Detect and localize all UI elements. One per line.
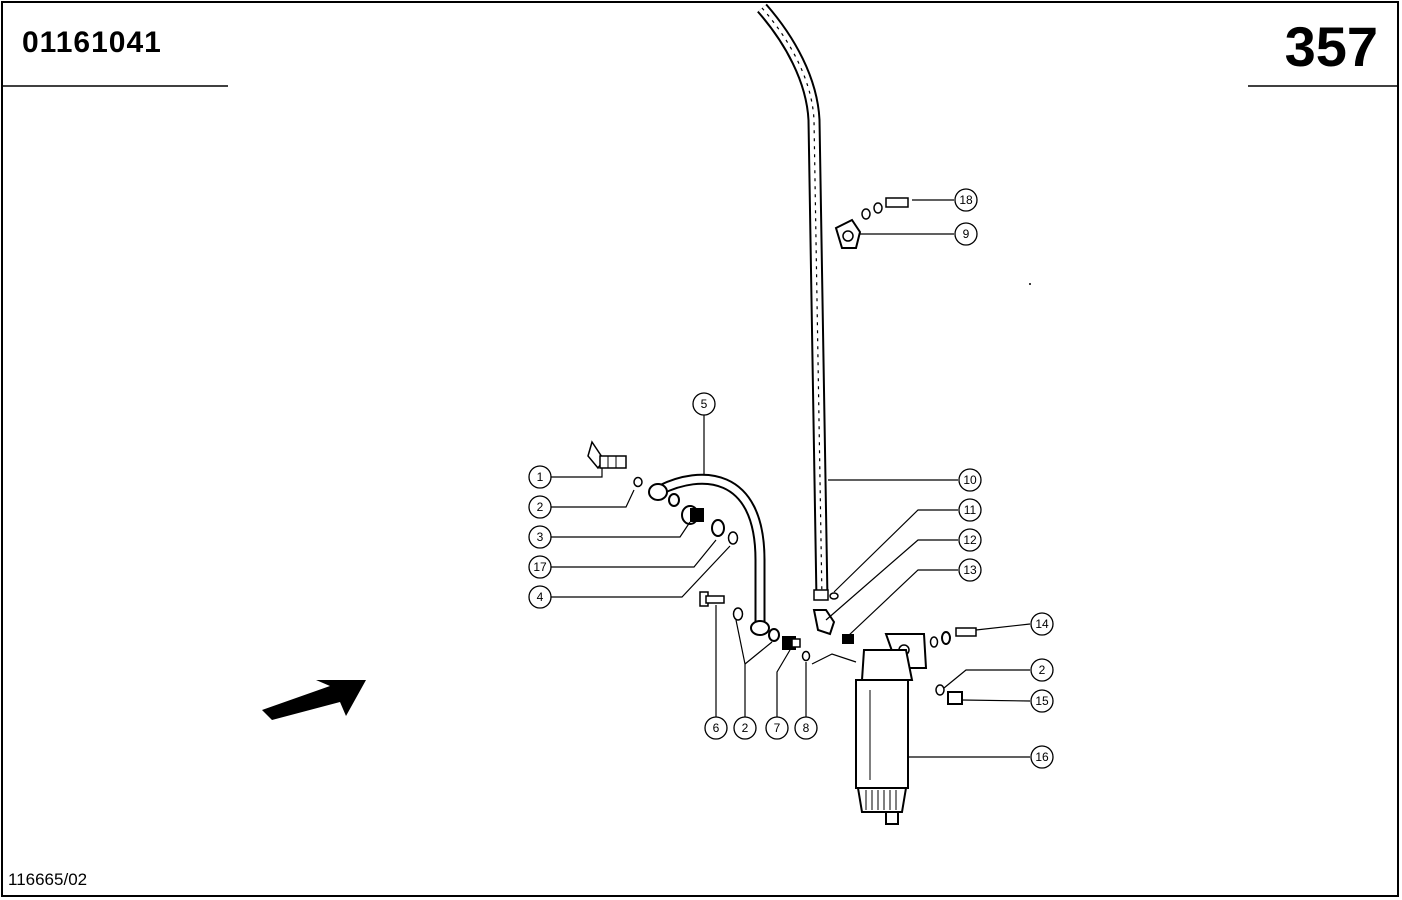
callout-label: 11 — [964, 503, 977, 517]
callout-3: 3 — [528, 525, 552, 549]
callout-9: 9 — [954, 222, 978, 246]
callout-label: 1 — [537, 470, 544, 484]
callout-14: 14 — [1030, 612, 1054, 636]
filter-icon — [855, 633, 928, 825]
callout-label: 2 — [537, 500, 544, 514]
callout-label: 18 — [959, 193, 973, 207]
callout-label: 15 — [1035, 694, 1049, 708]
callout-7: 7 — [765, 716, 789, 740]
callout-label: 6 — [713, 721, 720, 735]
callout-13: 13 — [958, 558, 982, 582]
right-fittings — [812, 197, 977, 705]
callout-16: 16 — [1030, 745, 1054, 769]
callout-11: 11 — [958, 498, 982, 522]
callout-2: 2 — [528, 495, 552, 519]
callout-label: 17 — [533, 560, 547, 574]
callout-4: 4 — [528, 585, 552, 609]
callout-label: 2 — [742, 721, 749, 735]
callout-18: 18 — [954, 188, 978, 212]
callout-label: 13 — [963, 563, 977, 577]
callout-label: 9 — [963, 227, 970, 241]
callout-2-lower: 2 — [733, 716, 757, 740]
page-number: 357 — [1284, 15, 1378, 78]
callout-6: 6 — [704, 716, 728, 740]
curved-hose — [648, 473, 770, 636]
callout-5: 5 — [692, 392, 716, 416]
document-number: 01161041 — [22, 26, 162, 59]
callout-12: 12 — [958, 528, 982, 552]
callout-label: 14 — [1035, 617, 1049, 631]
callout-label: 16 — [1035, 750, 1049, 764]
leader-lines — [551, 199, 1031, 758]
callout-label: 8 — [803, 721, 810, 735]
left-fittings — [587, 440, 811, 662]
callout-2-right: 2 — [1030, 658, 1054, 682]
callout-17: 17 — [528, 555, 552, 579]
speck — [1029, 283, 1031, 285]
callout-label: 10 — [963, 473, 977, 487]
callout-15: 15 — [1030, 689, 1054, 713]
callout-10: 10 — [958, 468, 982, 492]
callout-label: 7 — [774, 721, 781, 735]
callouts: 1 2 3 17 4 5 6 2 7 8 18 9 10 11 12 13 14… — [528, 188, 1054, 769]
callout-label: 2 — [1039, 663, 1046, 677]
callout-label: 3 — [537, 530, 544, 544]
reference-code: 116665/02 — [8, 870, 88, 889]
callout-label: 12 — [963, 533, 977, 547]
callout-label: 4 — [537, 590, 544, 604]
callout-8: 8 — [794, 716, 818, 740]
arrow-icon — [262, 680, 366, 720]
callout-1: 1 — [528, 465, 552, 489]
long-hose — [757, 3, 829, 601]
callout-label: 5 — [701, 397, 708, 411]
